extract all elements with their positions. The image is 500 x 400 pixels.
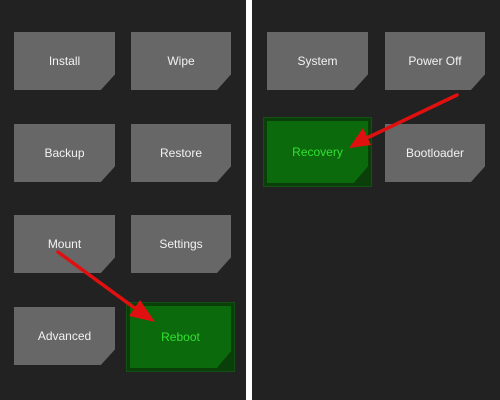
backup-button[interactable]: Backup <box>14 124 115 182</box>
mount-button[interactable]: Mount <box>14 215 115 273</box>
install-label: Install <box>48 54 81 68</box>
system-label: System <box>297 54 338 68</box>
install-button[interactable]: Install <box>14 32 115 90</box>
restore-label: Restore <box>159 146 203 160</box>
restore-button[interactable]: Restore <box>131 124 231 182</box>
recovery-label: Recovery <box>292 145 343 159</box>
settings-button[interactable]: Settings <box>131 215 231 273</box>
bootloader-label: Bootloader <box>405 146 465 160</box>
reboot-options-panel: System Power Off Recovery Bootloader <box>252 0 500 400</box>
advanced-label: Advanced <box>37 329 92 343</box>
system-button[interactable]: System <box>267 32 368 90</box>
backup-label: Backup <box>44 146 85 160</box>
settings-label: Settings <box>159 237 203 251</box>
reboot-menu-panel: Install Wipe Backup Restore Mount Settin… <box>0 0 246 400</box>
advanced-button[interactable]: Advanced <box>14 307 115 365</box>
power-off-label: Power Off <box>408 54 462 68</box>
reboot-button[interactable]: Reboot <box>130 306 231 368</box>
wipe-label: Wipe <box>167 54 195 68</box>
power-off-button[interactable]: Power Off <box>385 32 485 90</box>
mount-label: Mount <box>47 237 82 251</box>
bootloader-button[interactable]: Bootloader <box>385 124 485 182</box>
reboot-label: Reboot <box>161 330 200 344</box>
wipe-button[interactable]: Wipe <box>131 32 231 90</box>
recovery-button[interactable]: Recovery <box>267 121 368 183</box>
